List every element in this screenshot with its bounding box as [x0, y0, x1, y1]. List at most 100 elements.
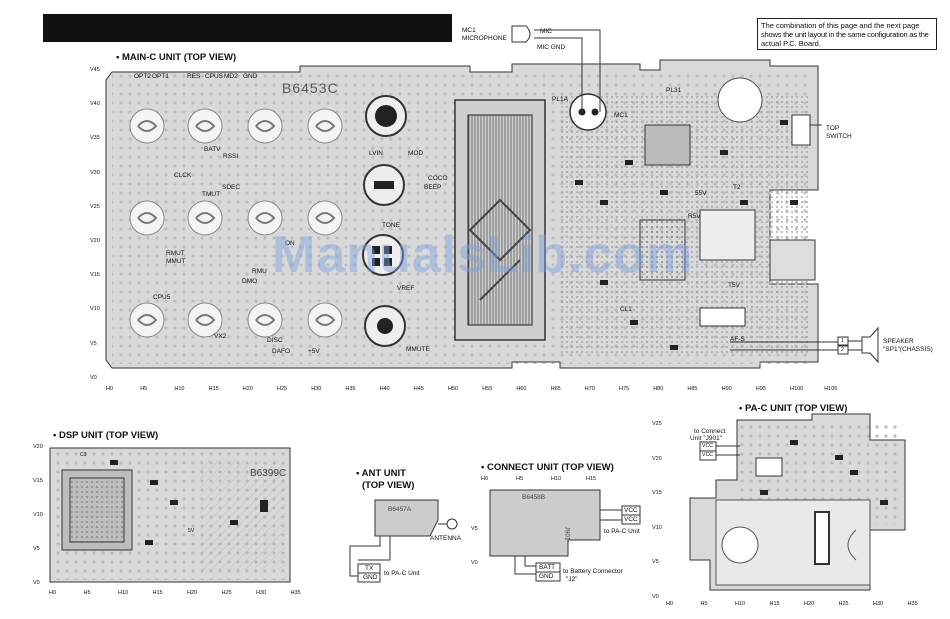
dsp-unit-title: • DSP UNIT (TOP VIEW) — [53, 430, 159, 441]
mic-pin-gnd: MIC GND — [537, 44, 566, 51]
h-tick-label: H25 — [221, 590, 232, 596]
v-tick-label: V0 — [471, 560, 478, 566]
v-tick-label: V10 — [90, 306, 100, 313]
watermark: ManualsLib.com — [272, 226, 694, 284]
speaker-label-1: SPEAKER — [883, 338, 914, 345]
h-tick-label: H95 — [755, 386, 766, 392]
h-tick-label: H25 — [277, 386, 288, 392]
h-tick-label: H60 — [516, 386, 527, 392]
ant-antenna-label: ANTENNA — [430, 535, 462, 542]
main-board-label: PL31 — [666, 87, 682, 94]
main-unit-title: • MAIN-C UNIT (TOP VIEW) — [116, 52, 237, 63]
connect-vcc-1: VCC — [624, 507, 638, 514]
pa-to-connect-1: to Connect — [694, 428, 726, 435]
v-tick-label: V15 — [90, 272, 100, 279]
h-tick-label: H90 — [721, 386, 732, 392]
speaker-pin-2: 2 — [841, 347, 844, 353]
pa-vcc-1: VCC — [702, 443, 713, 449]
h-tick-label: H5 — [140, 386, 148, 392]
dsp-board-code: B6399C — [250, 468, 287, 479]
h-tick-label: H20 — [187, 590, 198, 596]
h-tick-label: H5 — [516, 476, 524, 482]
main-board-label: DAFO — [272, 348, 291, 355]
h-tick-label: H15 — [152, 590, 163, 596]
h-tick-label: H30 — [311, 386, 322, 392]
note-line-1: The combination of this page and the nex… — [761, 21, 920, 30]
h-tick-label: H10 — [174, 386, 185, 392]
main-board — [105, 25, 879, 369]
main-board-label: 55V — [695, 190, 707, 197]
h-tick-label: H20 — [242, 386, 253, 392]
connect-gnd-label: GND — [539, 573, 554, 580]
connect-batt-label: BATT — [539, 564, 556, 571]
main-board-label: +5V — [308, 348, 320, 355]
main-board-label: OPT1 — [152, 73, 169, 80]
ant-tx-label: TX — [365, 565, 374, 572]
v-tick-label: V40 — [90, 101, 100, 108]
main-board-label: LVIN — [369, 150, 383, 157]
main-board-label: ON — [285, 240, 295, 247]
h-tick-label: H35 — [345, 386, 356, 392]
main-board-label: RMUT — [166, 250, 185, 257]
v-tick-label: V5 — [652, 559, 659, 565]
v-tick-label: V10 — [652, 524, 662, 531]
ant-gnd-label: GND — [363, 574, 378, 581]
main-board-label: DISC — [267, 337, 283, 344]
dsp-board — [49, 447, 291, 583]
h-tick-label: H30 — [873, 601, 884, 607]
v-tick-label: V5 — [90, 340, 97, 347]
connect-to-pa-label: to PA-C Unit — [604, 528, 640, 535]
v-tick-label: V0 — [652, 593, 659, 600]
h-tick-label: H85 — [687, 386, 698, 392]
main-board-label: CPUS — [205, 73, 224, 80]
h-tick-label: H15 — [586, 476, 597, 482]
main-board-label: RSSI — [223, 153, 239, 160]
main-board-label: COCO — [428, 175, 448, 182]
header-bar — [43, 14, 452, 42]
v-tick-label: V0 — [90, 374, 97, 381]
top-switch-label-1: TOP — [826, 125, 840, 132]
h-tick-label: H15 — [769, 601, 780, 607]
main-board-label: GND — [243, 73, 258, 80]
top-switch-label-2: SWITCH — [826, 133, 852, 140]
pa-vcc-2: VCC — [702, 452, 713, 458]
note-line-3: actual P.C. Board. — [761, 39, 821, 48]
ant-board — [349, 499, 458, 583]
h-tick-label: H15 — [208, 386, 219, 392]
mic-name: MICROPHONE — [462, 35, 507, 42]
main-board-label: R5V — [688, 213, 701, 220]
ant-unit-title-1: • ANT UNIT — [356, 468, 406, 479]
main-board-label: CPU5 — [153, 294, 171, 301]
h-tick-label: H70 — [584, 386, 595, 392]
main-board-label: VREF — [397, 285, 415, 292]
main-board-label: MMUT — [166, 258, 186, 265]
ant-board-code: B6457A — [388, 506, 412, 513]
h-tick-label: H55 — [482, 386, 493, 392]
h-tick-label: H105 — [824, 386, 838, 392]
main-board-label: MOD — [408, 150, 424, 157]
main-board-label: RMU — [252, 268, 267, 275]
main-board-label: DMO — [242, 278, 258, 285]
h-tick-label: H30 — [256, 590, 267, 596]
dsp-label-c3: C3 — [80, 452, 87, 458]
v-tick-label: V25 — [652, 421, 662, 427]
ant-unit-title-2: (TOP VIEW) — [362, 480, 415, 491]
main-board-label: PL1A — [552, 96, 568, 103]
dsp-label-5v: 5V — [188, 528, 195, 534]
v-tick-label: V20 — [652, 455, 662, 462]
h-tick-label: H50 — [448, 386, 459, 392]
connect-to-batt-label: to Battery Connector — [563, 568, 623, 575]
h-tick-label: H20 — [804, 601, 815, 607]
connect-unit-title: • CONNECT UNIT (TOP VIEW) — [481, 462, 614, 473]
connect-board — [489, 489, 641, 582]
main-board-label: MD2 — [224, 73, 238, 80]
speaker-pin-1: 1 — [841, 338, 844, 344]
v-tick-label: V15 — [33, 478, 43, 484]
main-board-label: RES — [187, 73, 201, 80]
v-tick-label: V10 — [33, 512, 43, 518]
h-tick-label: H100 — [790, 386, 804, 392]
main-board-label: CL1 — [620, 306, 632, 313]
pa-board — [689, 413, 906, 591]
main-board-label: TONE — [382, 222, 400, 229]
h-tick-label: H0 — [106, 386, 114, 392]
